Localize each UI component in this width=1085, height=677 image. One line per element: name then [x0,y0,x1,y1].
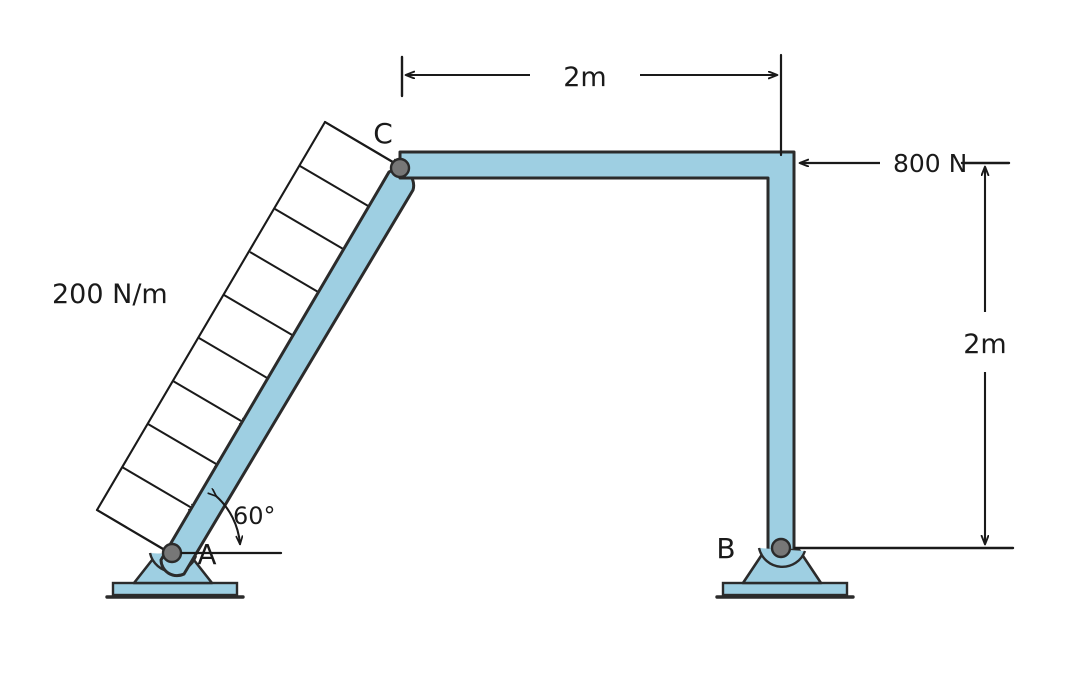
dim-horizontal-label: 2m [563,62,606,93]
load-arrow [223,294,299,339]
angle-group: 60° [180,496,283,555]
node-label-a: A [197,538,216,571]
load-arrow [172,380,248,425]
dim-vertical-label: 2m [963,329,1006,360]
load-arrow [147,423,223,468]
member-cb-frame [398,150,796,558]
base-plate-a [111,581,239,597]
load-arrow [324,121,400,166]
distributed-load-label: 200 N/m [52,279,168,310]
node-label-c: C [373,117,393,150]
angle-arc [216,496,240,544]
load-arrow [121,466,197,511]
point-force-group: 800 N [800,149,967,178]
load-arrow [198,337,274,382]
load-arrow [96,509,172,554]
distributed-load-group [95,120,413,563]
distributed-load-arrows [96,121,400,554]
load-arrow [249,251,325,296]
member-ac [159,167,416,578]
pin-a [161,542,183,564]
load-arrow [299,165,375,210]
node-label-b: B [716,532,735,565]
distributed-load-outer-line [95,120,327,512]
member-beam-column-body [398,150,796,558]
force-label-800n: 800 N [893,149,967,178]
angle-label-60deg: 60° [233,502,276,530]
base-plate-b [721,581,849,597]
member-ac-body [159,167,416,578]
dimension-vertical-group: 2m [793,161,1015,550]
pin-b [770,537,792,559]
pin-c [389,157,411,179]
load-arrow [274,208,350,253]
dimension-horizontal-group: 2m [400,53,783,157]
